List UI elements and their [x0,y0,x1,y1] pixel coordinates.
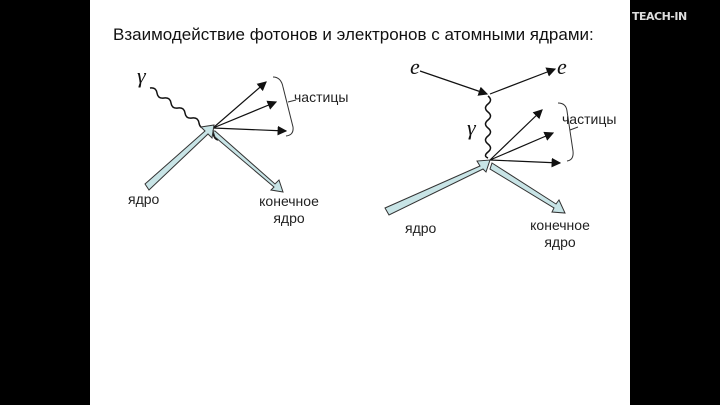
final-nucleus-line1: конечное [259,193,319,209]
particle-arrow [489,131,555,161]
teachin-logo: TEACH-IN [632,10,687,23]
particle-arrow [212,81,267,129]
electron-in-line [419,70,489,96]
final-nucleus-arrow [489,162,566,214]
final-nucleus-line1: конечное [530,217,590,233]
particle-arrow [212,100,278,129]
photon-label: γ [467,115,476,140]
final-nucleus-line2: ядро [544,234,576,250]
electron-out-line [489,67,557,95]
nucleus-label: ядро [405,220,437,236]
slide-title: Взаимодействие фотонов и электронов с ат… [113,25,594,44]
particle-arrow [212,125,288,136]
final-nucleus-line2: ядро [273,210,305,226]
particle-arrow [489,109,543,161]
electron-in-label: e [410,54,420,79]
photon-wavy-line [484,95,492,159]
final-nucleus-label: конечное ядро [524,217,596,251]
particles-label: частицы [294,89,349,105]
brace [557,102,579,162]
gamma-label: γ [137,63,146,88]
electron-out-label: e [557,54,567,79]
particle-arrow [489,157,562,168]
left-diagram [144,76,297,193]
nucleus-label: ядро [128,191,160,207]
brace [272,76,297,137]
slide [90,0,630,405]
nucleus-arrow [144,124,215,191]
particles-label: частицы [562,111,617,127]
final-nucleus-arrow [212,130,284,193]
final-nucleus-label: конечное ядро [253,193,325,227]
right-diagram [384,67,579,216]
nucleus-arrow [384,159,491,216]
